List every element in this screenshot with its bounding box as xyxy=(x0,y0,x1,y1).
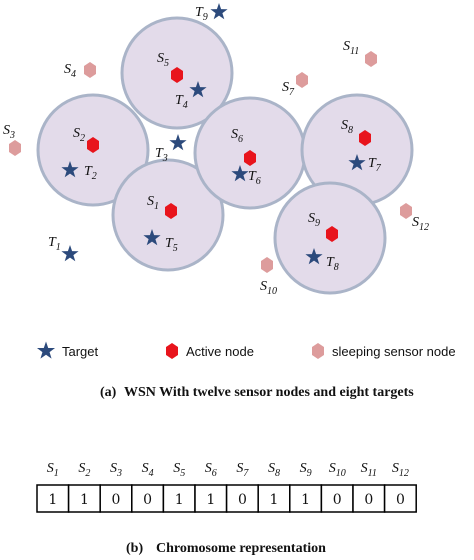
chromosome-header-s5: S5 xyxy=(173,461,185,479)
chromosome-header-s2: S2 xyxy=(78,461,90,479)
chromosome-header-s4: S4 xyxy=(142,461,154,479)
chromosome-gene-value: 1 xyxy=(175,492,184,508)
legend-active-label: Active node xyxy=(186,344,254,359)
legend: Target Active node sleeping sensor node xyxy=(36,341,456,359)
chromosome-cell xyxy=(131,484,165,513)
chromosome-header-s12: S12 xyxy=(392,461,409,479)
caption-b: (b) Chromosome representation xyxy=(126,541,326,556)
label-s5: S5 xyxy=(157,51,169,69)
target-t1 xyxy=(61,245,79,262)
chromosome-header-s9: S9 xyxy=(300,461,312,479)
chromosome-cell xyxy=(289,484,323,513)
active-node-s9 xyxy=(326,226,338,242)
chromosome-gene-value: 1 xyxy=(48,492,57,508)
label-t5: T5 xyxy=(165,236,178,254)
label-t9: T9 xyxy=(195,5,208,23)
chromosome-cell xyxy=(225,484,259,513)
chromosome-gene-value: 0 xyxy=(364,492,373,508)
label-s2: S2 xyxy=(73,126,85,144)
label-t4: T4 xyxy=(175,93,188,111)
label-s4: S4 xyxy=(64,62,76,80)
chromosome-cell xyxy=(36,484,70,513)
label-t6: T6 xyxy=(248,169,261,187)
sleeping-node-s7 xyxy=(296,72,308,88)
legend-active-node-icon xyxy=(166,343,178,359)
label-s12: S12 xyxy=(412,215,429,233)
legend-target-icon xyxy=(36,341,56,359)
chromosome-header-s10: S10 xyxy=(329,461,346,479)
label-t7: T7 xyxy=(368,156,382,174)
node-labels: S1S2S5S6S8S9S3S4S7S10S11S12T1T2T3T4T5T6T… xyxy=(3,5,429,297)
caption-a: (a) WSN With twelve sensor nodes and eig… xyxy=(100,385,414,400)
chromosome-header-s8: S8 xyxy=(268,461,280,479)
chromosome-gene-value: 0 xyxy=(333,492,342,508)
chromosome-cell xyxy=(383,484,417,513)
sleeping-node-s4 xyxy=(84,62,96,78)
legend-sleeping-node-icon xyxy=(312,343,324,359)
caption-b-tag: (b) xyxy=(126,541,143,556)
label-t2: T2 xyxy=(84,164,97,182)
chromosome-cell xyxy=(257,484,291,513)
label-s11: S11 xyxy=(343,39,359,57)
chromosome-header-s3: S3 xyxy=(110,461,122,479)
chromosome-gene-value: 0 xyxy=(112,492,121,508)
chromosome-cells: 1 1 0 0 1 1 0 1 1 0 0 0 xyxy=(36,484,417,513)
label-t8: T8 xyxy=(326,255,339,273)
chromosome-headers: S1 S2 S3 S4 S5 S6 S7 S8 S9 S10 S11 S12 xyxy=(47,461,409,479)
sleeping-node-s10 xyxy=(261,257,273,273)
coverage-circles xyxy=(36,16,414,295)
active-node-s2 xyxy=(87,137,99,153)
sleeping-node-s3 xyxy=(9,140,21,156)
caption-b-text: Chromosome representation xyxy=(156,541,326,556)
chromosome-gene-value: 0 xyxy=(238,492,247,508)
active-node-s8 xyxy=(359,130,371,146)
chromosome-header-s1: S1 xyxy=(47,461,59,479)
chromosome-gene-value: 1 xyxy=(206,492,215,508)
chromosome-gene-value: 1 xyxy=(80,492,89,508)
chromosome-header-s11: S11 xyxy=(361,461,377,479)
label-t1: T1 xyxy=(48,235,61,253)
chromosome-gene-value: 1 xyxy=(270,492,279,508)
active-node-s1 xyxy=(165,203,177,219)
label-s9: S9 xyxy=(308,211,320,229)
target-t3 xyxy=(169,134,187,151)
active-node-s6 xyxy=(244,150,256,166)
legend-target-label: Target xyxy=(62,344,99,359)
label-s7: S7 xyxy=(282,80,295,98)
label-s6: S6 xyxy=(231,127,243,145)
chromosome-gene-value: 0 xyxy=(396,492,405,508)
chromosome-cell xyxy=(352,484,386,513)
sensor-nodes xyxy=(9,51,412,273)
sleeping-node-s12 xyxy=(400,203,412,219)
chromosome-header-s7: S7 xyxy=(236,461,249,479)
caption-a-text: WSN With twelve sensor nodes and eight t… xyxy=(124,385,414,400)
label-s8: S8 xyxy=(341,118,353,136)
label-s10: S10 xyxy=(260,279,277,297)
chromosome-header-s6: S6 xyxy=(205,461,217,479)
label-s1: S1 xyxy=(147,194,159,212)
chromosome-gene-value: 0 xyxy=(143,492,152,508)
active-node-s5 xyxy=(171,67,183,83)
target-t9 xyxy=(210,3,228,20)
chromosome-cell xyxy=(162,484,196,513)
chromosome-gene-value: 1 xyxy=(301,492,310,508)
label-s3: S3 xyxy=(3,123,15,141)
legend-sleeping-label: sleeping sensor node xyxy=(332,344,456,359)
sleeping-node-s11 xyxy=(365,51,377,67)
caption-a-tag: (a) xyxy=(100,385,117,400)
label-t3: T3 xyxy=(155,146,168,164)
